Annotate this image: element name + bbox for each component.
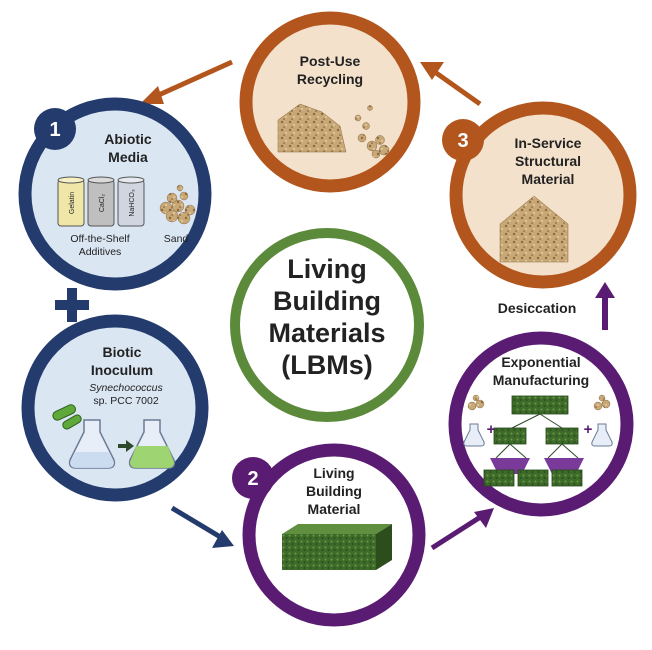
abiotic-title-line-1: Abiotic [104, 131, 152, 147]
biotic-title-line-2: Inoculum [91, 362, 153, 378]
living-title-line-2: Building [306, 483, 362, 499]
crumbling-sand-block [277, 103, 347, 153]
additive-can-cacl2: CaCl₂ [87, 176, 115, 227]
node-abiotic: 1 Abiotic Media Gelatin CaCl₂ NaHCO₃ [18, 97, 212, 291]
abiotic-title-line-2: Media [108, 149, 148, 165]
recycling-title-line-1: Post-Use [300, 53, 361, 69]
flask-input-left [463, 423, 485, 447]
additive-can-gelatin: Gelatin [57, 176, 85, 227]
can-label-cacl2: CaCl₂ [99, 194, 106, 213]
exponential-title-line-2: Manufacturing [493, 372, 589, 388]
arrow-biotic-to-living [170, 505, 224, 541]
flask-input-right [591, 423, 613, 447]
can-label-nahco3: NaHCO₃ [129, 189, 136, 217]
cyanobacteria-cells [52, 404, 82, 430]
living-title-line-3: Material [308, 501, 361, 517]
arrow-inservice-to-recycling [430, 67, 482, 107]
badge-1-label: 1 [49, 119, 60, 141]
middle-brick-right [545, 427, 579, 445]
sand-input-left [467, 394, 485, 411]
sand-input-right [593, 394, 611, 411]
arrowhead-inservice-to-recycling [420, 62, 444, 80]
desiccation-label: Desiccation [498, 300, 577, 316]
center-title-line-1: Living [287, 254, 367, 284]
node-living: 2 Living Building Material [232, 443, 426, 627]
exponential-title-line-1: Exponential [501, 354, 580, 370]
bottom-brick-1 [483, 469, 515, 487]
can-label-gelatin: Gelatin [69, 192, 76, 214]
species-line-1: Synechococcus [89, 382, 163, 394]
center-title-line-3: Materials [268, 318, 385, 348]
living-title-line-1: Living [313, 465, 354, 481]
node-exponential: Exponential Manufacturing + + [448, 331, 634, 517]
inservice-title-line-2: Structural [515, 153, 581, 169]
badge-1 [34, 108, 76, 150]
bottom-brick-2 [517, 469, 549, 487]
inservice-title-line-3: Material [522, 171, 575, 187]
green-lbm-brick [282, 524, 392, 570]
center-title-line-4: (LBMs) [281, 350, 372, 380]
sand-label: Sand [164, 233, 189, 245]
arrowhead-biotic-to-living [212, 530, 234, 548]
sand-pile [159, 184, 196, 225]
parent-brick [511, 395, 569, 415]
plus-right: + [584, 421, 593, 438]
house-shaped-sand-block [499, 195, 569, 263]
arrow-living-to-exponential [430, 513, 484, 551]
badge-3 [442, 119, 484, 161]
badge-2-label: 2 [247, 468, 258, 490]
cycle-arrows [140, 59, 615, 551]
badge-3-label: 3 [457, 130, 468, 152]
inservice-title-line-1: In-Service [515, 135, 582, 151]
node-biotic: Biotic Inoculum Synechococcus sp. PCC 70… [21, 314, 209, 502]
node-recycling: Post-Use Recycling [239, 11, 421, 193]
additive-can-nahco3: NaHCO₃ [117, 176, 145, 227]
center-title-line-2: Building [273, 286, 381, 316]
small-arrow-icon [118, 440, 134, 452]
badge-2 [232, 457, 274, 499]
green-culture-flask-icon [128, 419, 176, 469]
sand-crumbs [354, 105, 390, 159]
node-inservice: 3 In-Service Structural Material [442, 101, 637, 289]
arrow-recycling-to-abiotic [150, 59, 234, 101]
arrowhead-exponential-to-inservice [595, 282, 615, 298]
recycling-title-line-2: Recycling [297, 71, 363, 87]
bottom-brick-3 [551, 469, 583, 487]
plus-left: + [487, 421, 496, 438]
additives-label-line-2: Additives [79, 246, 122, 258]
empty-flask-icon [68, 419, 116, 469]
arrowhead-recycling-to-abiotic [140, 86, 164, 104]
middle-brick-left [493, 427, 527, 445]
plus-sign [55, 288, 89, 322]
additives-label-line-1: Off-the-Shelf [70, 233, 129, 245]
arrowhead-living-to-exponential [474, 508, 494, 528]
center-node: Living Building Materials (LBMs) [230, 228, 424, 422]
biotic-title-line-1: Biotic [103, 344, 142, 360]
split-lines [495, 413, 579, 459]
species-line-2: sp. PCC 7002 [93, 395, 159, 407]
